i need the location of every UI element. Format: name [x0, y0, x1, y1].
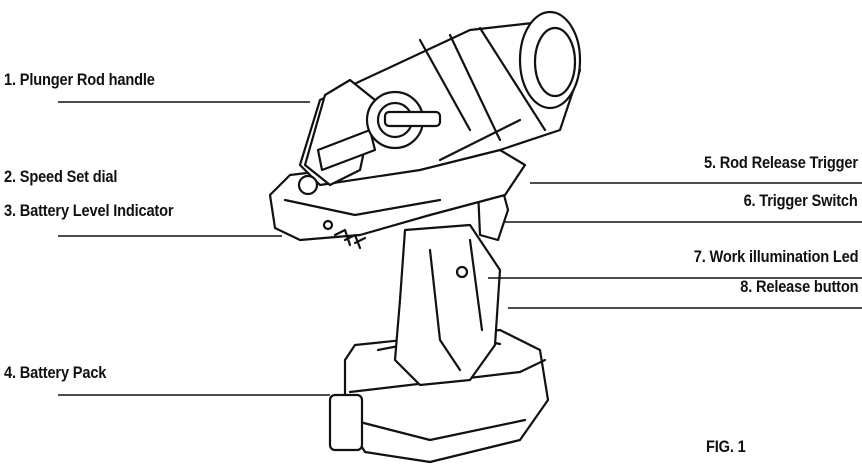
label-trigger-switch: 6. Trigger Switch — [743, 191, 858, 210]
label-rod-release-trigger: 5. Rod Release Trigger — [704, 153, 858, 172]
label-release-button: 8. Release button — [739, 277, 858, 296]
label-work-illumination-led: 7. Work illumination Led — [693, 247, 858, 266]
front-cap — [518, 10, 582, 110]
label-battery-level-indicator: 3. Battery Level Indicator — [4, 201, 174, 220]
label-speed-set-dial: 2. Speed Set dial — [4, 167, 118, 186]
label-plunger-rod-handle: 1. Plunger Rod handle — [4, 70, 155, 89]
figure-caption: FIG. 1 — [706, 437, 746, 456]
label-battery-pack: 4. Battery Pack — [4, 363, 107, 382]
